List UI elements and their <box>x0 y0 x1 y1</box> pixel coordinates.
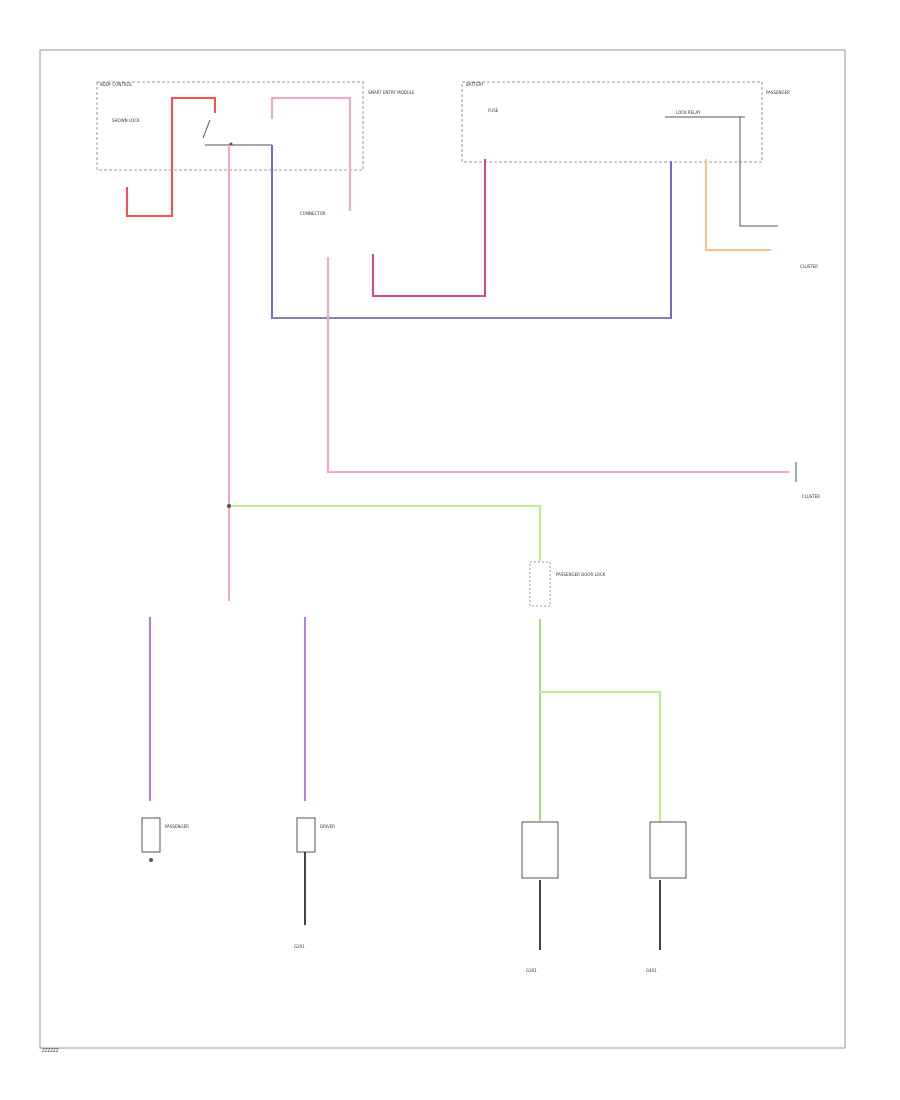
left-lock-note: PASSENGER <box>165 824 189 829</box>
wire-dark <box>739 117 778 227</box>
switch-note: SHOWN LOCK <box>112 118 140 123</box>
fuse-label: FUSE <box>488 108 499 113</box>
wire-blue <box>271 145 672 319</box>
ground-label-1: G201 <box>294 944 305 949</box>
mid-lock-note: DRIVER <box>320 824 335 829</box>
wire-orange <box>705 159 771 251</box>
wire-red <box>126 97 216 217</box>
diagram-frame <box>39 49 846 1049</box>
right-module-title: BATTERY <box>466 82 484 87</box>
figure-code: ZZZZZZ <box>42 1048 59 1053</box>
connector-note: CONNECTOR <box>300 211 326 216</box>
left-lock-dot <box>149 858 153 862</box>
right-module-note: PASSENGER <box>766 90 790 95</box>
relay-switch-arm <box>202 119 211 139</box>
splice-point <box>227 504 231 508</box>
right-actuator <box>649 821 687 879</box>
relay-right-label: LOCK RELAY <box>676 110 701 115</box>
wire-green-branch <box>539 691 661 823</box>
left-lock-switch <box>141 817 161 853</box>
left-actuator <box>521 821 559 879</box>
cluster-label: CLUSTER <box>802 494 820 499</box>
switch-contact <box>229 142 233 146</box>
left-module-title: BODY CONTROL <box>100 82 133 87</box>
wire-pink-cluster <box>327 257 789 473</box>
door-lock-label: PASSENGER DOOR LOCK <box>556 572 606 577</box>
mid-lock-switch <box>296 817 316 853</box>
ground-label-2: G301 <box>526 968 537 973</box>
left-module-note: SMART ENTRY MODULE <box>368 90 415 95</box>
ground-label-3: G401 <box>646 968 657 973</box>
cluster-label-2: CLUSTER <box>800 264 818 269</box>
wire-light-green <box>228 505 541 561</box>
wire-pink-top <box>271 97 351 211</box>
door-lock-connector <box>529 561 551 607</box>
wire-dark-pink <box>372 159 486 297</box>
right-module-box <box>461 81 763 163</box>
